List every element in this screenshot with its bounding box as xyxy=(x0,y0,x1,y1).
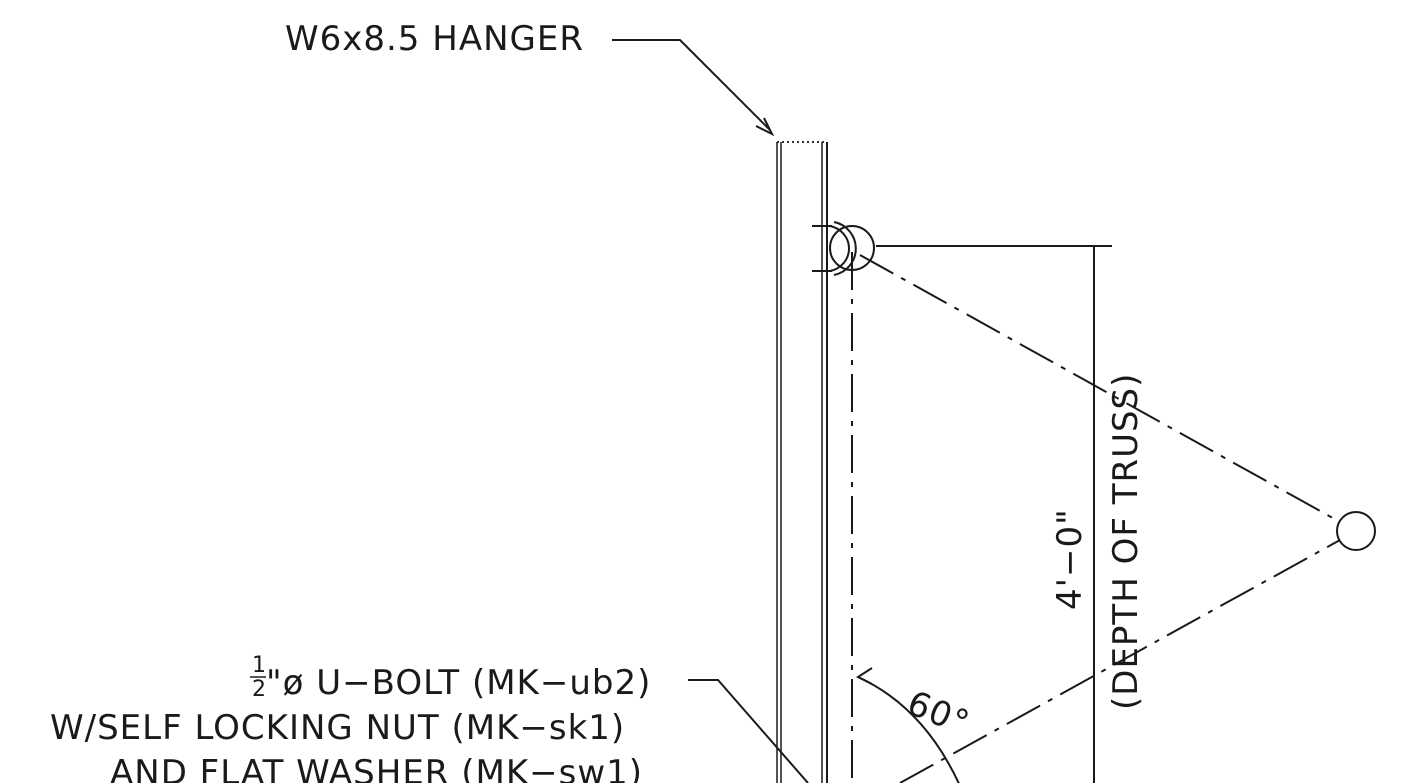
u-bolt-label-line1: "ø U−BOLT (MK−ub2) xyxy=(266,663,651,703)
angle-label: 60° xyxy=(902,683,976,744)
truss-diagonal-upper xyxy=(859,254,1341,523)
hanger-leader-arrowhead xyxy=(755,117,775,137)
hanger-leader-line xyxy=(612,39,771,131)
truss-diagonal-lower xyxy=(899,539,1341,783)
u-bolt xyxy=(812,221,857,276)
u-bolt-label-line3: AND FLAT WASHER (MK−sw1) xyxy=(110,753,643,783)
u-bolt-label-line2: W/SELF LOCKING NUT (MK−sk1) xyxy=(50,708,625,748)
hanger-member xyxy=(776,141,828,783)
hanger-label: W6x8.5 HANGER xyxy=(285,19,584,59)
u-bolt-fraction-numerator: 1 xyxy=(252,653,266,678)
angle-arrowhead-upper xyxy=(855,667,873,685)
u-bolt-leader-line xyxy=(688,679,809,783)
depth-of-truss-label: (DEPTH OF TRUSS) xyxy=(1106,373,1146,710)
u-bolt-note: 1 2 "ø U−BOLT (MK−ub2) W/SELF LOCKING NU… xyxy=(50,653,651,783)
u-bolt-fraction-denominator: 2 xyxy=(252,677,266,702)
angle-arc xyxy=(857,676,960,783)
dimension-label: 4'−0" xyxy=(1050,508,1090,610)
bottom-chord-circle xyxy=(1336,511,1376,551)
